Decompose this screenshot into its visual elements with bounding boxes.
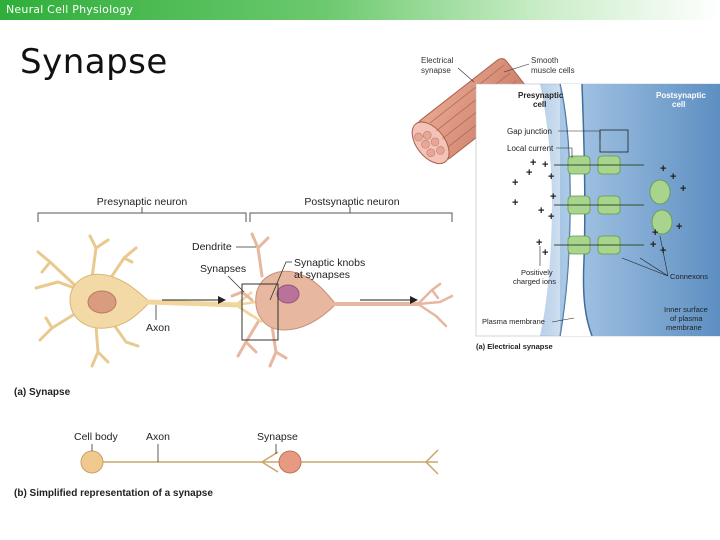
positive-ions: +++ +++ +++ +++ +++ +++ (512, 157, 686, 259)
connexons-group (554, 129, 673, 255)
electrical-synapse-label-2: synapse (421, 66, 451, 75)
svg-text:+: + (660, 163, 666, 175)
smooth-muscle-label-1: Smooth (531, 56, 559, 65)
inner-surface-label-2: of plasma (670, 314, 703, 323)
synapses-label: Synapses (200, 263, 246, 275)
presynaptic-nucleus (87, 290, 117, 314)
postsynaptic-cell-label-1: Postsynaptic (656, 91, 706, 100)
svg-text:+: + (548, 171, 554, 183)
signal-arrow-2-head (410, 296, 418, 304)
synaptic-knobs-label-1: Synaptic knobs (294, 257, 365, 269)
postsynaptic-cell-label-2: cell (672, 100, 685, 109)
slide-title: Synapse (20, 42, 168, 82)
synapse-highlight-box (241, 283, 279, 341)
simplified-synapse-label: Synapse (257, 431, 298, 443)
electrical-synapse-leader (457, 67, 475, 83)
svg-text:+: + (512, 177, 518, 189)
plasma-membrane-leader (551, 317, 575, 323)
gap-junction-leader (558, 130, 601, 140)
svg-text:+: + (550, 191, 556, 203)
dendrite-label: Dendrite (192, 241, 232, 253)
svg-text:+: + (652, 227, 658, 239)
svg-text:+: + (680, 183, 686, 195)
presynaptic-bracket (37, 212, 247, 222)
svg-text:+: + (512, 197, 518, 209)
axon-label: Axon (146, 322, 170, 334)
plasma-membrane-label: Plasma membrane (482, 317, 545, 326)
neuron-diagram: Presynaptic neuron Postsynaptic neuron (14, 196, 454, 398)
svg-text:+: + (530, 157, 536, 169)
svg-text:+: + (548, 211, 554, 223)
synapses-leader (227, 275, 245, 293)
header-bar: Neural Cell Physiology (0, 0, 720, 20)
simplified-cell-body (80, 450, 104, 474)
postsynaptic-bracket (249, 212, 453, 222)
postsynaptic-nucleus (276, 284, 300, 304)
knobs-leader (269, 261, 292, 301)
svg-text:+: + (542, 159, 548, 171)
simplified-synaptic-knob (260, 451, 279, 473)
svg-text:+: + (536, 237, 542, 249)
course-title: Neural Cell Physiology (6, 3, 134, 16)
positive-ions-label-1: Positively (521, 268, 553, 277)
svg-text:+: + (538, 205, 544, 217)
connexons-leader (621, 235, 669, 277)
signal-arrow-1-head (218, 296, 226, 304)
synaptic-knobs-label-2: at synapses (294, 269, 350, 281)
gap-junction-label: Gap junction (507, 127, 552, 136)
smooth-muscle-label-2: muscle cells (531, 66, 575, 75)
presynaptic-dendrites (34, 234, 140, 368)
connexons-label: Connexons (670, 272, 708, 281)
local-current-label: Local current (507, 144, 554, 153)
simplified-diagram: Cell body Axon Synapse (b) Simplified re… (14, 431, 439, 499)
figure-b-caption: (b) Simplified representation of a synap… (14, 488, 213, 499)
svg-text:+: + (542, 247, 548, 259)
figure-a-caption: (a) Synapse (14, 387, 71, 398)
electrical-synapse-caption: (a) Electrical synapse (476, 342, 553, 351)
smooth-muscle-leader (503, 63, 530, 73)
presynaptic-axon (145, 299, 243, 308)
svg-text:+: + (676, 221, 682, 233)
cell-body-label: Cell body (74, 431, 119, 443)
axon-terminals (235, 291, 263, 324)
presynaptic-cell-label-1: Presynaptic (518, 91, 564, 100)
presynaptic-cytoplasm-edge (540, 84, 570, 336)
local-current-leader (556, 147, 573, 158)
presynaptic-cell-label-2: cell (533, 100, 546, 109)
positive-ions-label-2: charged ions (513, 277, 556, 286)
inner-surface-label-1: Inner surface (664, 305, 708, 314)
svg-text:+: + (526, 167, 532, 179)
presynaptic-neuron-label: Presynaptic neuron (97, 196, 188, 208)
gap-junction-callout-box (599, 129, 629, 153)
svg-text:+: + (650, 239, 656, 251)
simplified-terminal (424, 449, 439, 475)
postsynaptic-neuron-label: Postsynaptic neuron (304, 196, 399, 208)
postsynaptic-terminals (416, 282, 454, 328)
electrical-synapse-label-1: Electrical (421, 56, 454, 65)
simplified-postsynaptic-body (278, 450, 302, 474)
simplified-axon-label: Axon (146, 431, 170, 443)
inner-surface-label-3: membrane (666, 323, 702, 332)
svg-text:+: + (670, 171, 676, 183)
electrical-synapse-diagram: Electrical synapse Smooth muscle cells (411, 56, 720, 351)
